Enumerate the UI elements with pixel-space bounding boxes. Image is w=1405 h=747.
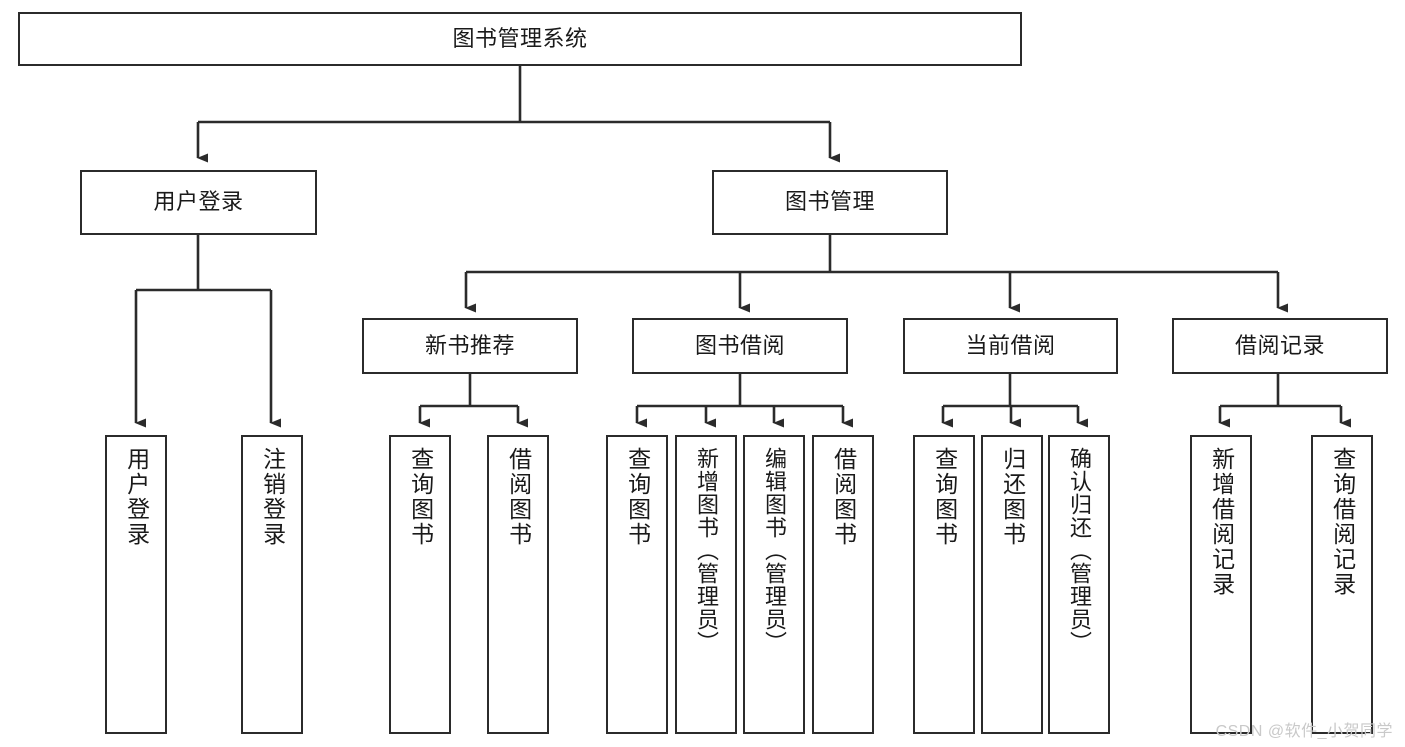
node-label: 图书管理 <box>784 189 875 215</box>
node-label: 借阅图书 <box>505 447 532 547</box>
node-label: 编辑图书（管理员） <box>761 447 787 654</box>
leaf-user-login[interactable]: 用户登录 <box>105 435 167 734</box>
node-label: 查询图书 <box>624 447 651 547</box>
node-label: 查询图书 <box>931 447 958 547</box>
node-label: 新增借阅记录 <box>1208 447 1235 597</box>
leaf-return-book[interactable]: 归还图书 <box>981 435 1043 734</box>
leaf-confirm-return-admin[interactable]: 确认归还（管理员） <box>1048 435 1110 734</box>
leaf-query-book-borrow[interactable]: 查询图书 <box>606 435 668 734</box>
node-label: 查询借阅记录 <box>1329 447 1356 597</box>
node-label: 查询图书 <box>407 447 434 547</box>
node-label: 当前借阅 <box>965 332 1056 358</box>
leaf-borrow-book-borrow[interactable]: 借阅图书 <box>812 435 874 734</box>
node-label: 图书管理系统 <box>452 25 588 51</box>
node-label: 新书推荐 <box>424 332 515 358</box>
node-label: 注销登录 <box>259 447 286 547</box>
leaf-logout-login[interactable]: 注销登录 <box>241 435 303 734</box>
node-current-borrow[interactable]: 当前借阅 <box>903 318 1118 374</box>
leaf-borrow-book-recommend[interactable]: 借阅图书 <box>487 435 549 734</box>
leaf-query-borrow-record[interactable]: 查询借阅记录 <box>1311 435 1373 734</box>
node-label: 借阅图书 <box>830 447 857 547</box>
node-user-login[interactable]: 用户登录 <box>80 170 317 235</box>
node-borrow-record[interactable]: 借阅记录 <box>1172 318 1388 374</box>
leaf-add-book-admin[interactable]: 新增图书（管理员） <box>675 435 737 734</box>
node-label: 用户登录 <box>153 189 244 215</box>
leaf-add-borrow-record[interactable]: 新增借阅记录 <box>1190 435 1252 734</box>
node-new-book-recommend[interactable]: 新书推荐 <box>362 318 578 374</box>
node-root-book-management-system[interactable]: 图书管理系统 <box>18 12 1022 66</box>
node-label: 用户登录 <box>123 447 150 547</box>
node-label: 借阅记录 <box>1234 332 1325 358</box>
csdn-watermark: CSDN @软件_小贺同学 <box>1215 723 1393 740</box>
node-book-management[interactable]: 图书管理 <box>712 170 948 235</box>
node-label: 归还图书 <box>999 447 1026 547</box>
node-book-borrow[interactable]: 图书借阅 <box>632 318 848 374</box>
node-label: 确认归还（管理员） <box>1066 447 1092 654</box>
leaf-edit-book-admin[interactable]: 编辑图书（管理员） <box>743 435 805 734</box>
leaf-query-book-recommend[interactable]: 查询图书 <box>389 435 451 734</box>
leaf-query-book-current[interactable]: 查询图书 <box>913 435 975 734</box>
node-label: 新增图书（管理员） <box>693 447 719 654</box>
node-label: 图书借阅 <box>694 332 785 358</box>
